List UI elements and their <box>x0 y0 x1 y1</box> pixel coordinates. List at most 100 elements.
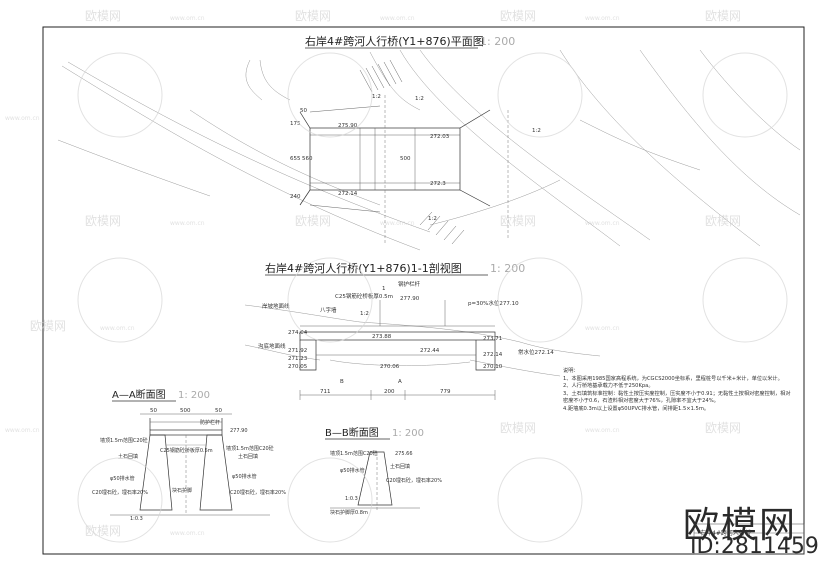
aa-drain-r: φ50排水管 <box>232 473 257 480</box>
bb-section: B—B断面图 1: 200 275.66 墙顶1.5m范围C20砼 φ50排水管… <box>325 426 442 516</box>
aa-slope: 1:0.3 <box>130 516 143 522</box>
aa-drain-l: φ50排水管 <box>110 475 135 482</box>
plan-el-1: 275.90 <box>338 123 358 129</box>
watermark: 欧模网 <box>500 9 536 23</box>
notes-heading: 说明： <box>563 368 579 374</box>
label-bank: 岸坡地面线 <box>262 302 290 310</box>
dim-right: 779 <box>440 389 451 395</box>
note-1: 1、本图采用1985国家高程系统，为CGCS2000坐标系，里程桩号以千米+米计… <box>563 375 783 382</box>
plan-el-3: 272.03 <box>430 134 450 140</box>
mark-a: A <box>398 379 402 385</box>
el-h: 270.06 <box>380 364 400 370</box>
watermark-url: www.om.cn <box>585 15 620 22</box>
watermark: 欧模网 <box>500 214 536 228</box>
bb-title: B—B断面图 <box>325 426 379 439</box>
plan-dim-6: 50 <box>300 108 307 114</box>
plan-slope-3: 1:2 <box>428 216 437 222</box>
label-riverbed: 沟底地面线 <box>258 342 286 350</box>
aa-wall-l: C20埋石砼，埋石率20% <box>92 489 148 496</box>
plan-slope-1: 1:2 <box>372 94 381 100</box>
aa-note1: 墙顶1.5m范围C20砼 <box>100 437 148 444</box>
el-d: 272.44 <box>420 348 440 354</box>
plan-title: 右岸4#跨河人行桥(Y1+876)平面图 <box>305 34 484 48</box>
plan-el-2: 272.14 <box>338 191 358 197</box>
el-a: 273.88 <box>372 334 392 340</box>
bb-top-el: 275.66 <box>395 451 413 457</box>
label-wingwall: 八字墙 <box>320 306 337 314</box>
aa-w1: 50 <box>150 408 157 414</box>
label-normal-level: 常水位272.14 <box>518 348 554 356</box>
drawing-frame <box>42 26 805 555</box>
bb-fill: 土石回填 <box>390 463 410 470</box>
design-notes: 说明： 1、本图采用1985国家高程系统，为CGCS2000坐标系，里程桩号以千… <box>563 368 793 414</box>
title-block <box>693 523 805 555</box>
watermark-url: www.om.cn <box>585 427 620 434</box>
watermark: 欧模网 <box>295 214 331 228</box>
aa-rail: 防护栏杆 <box>200 419 220 426</box>
bb-note1: 墙顶1.5m范围C20砼 <box>330 450 378 457</box>
bb-wall: C20埋石砼，埋石率20% <box>386 477 442 484</box>
watermark: 欧模网 <box>705 9 741 23</box>
watermark: 欧模网 <box>85 524 121 538</box>
watermark-circles <box>77 52 788 543</box>
plan-dim-4: 500 <box>400 156 411 162</box>
watermark-url: www.om.cn <box>380 15 415 22</box>
el-j: 272.14 <box>483 352 503 358</box>
section-title: 右岸4#跨河人行桥(Y1+876)1-1剖视图 <box>265 261 462 275</box>
brand-logo: 欧模网 <box>683 505 798 546</box>
label-beam: C25钢筋砼桥板厚0.5m <box>335 292 393 300</box>
bb-scale: 1: 200 <box>392 428 424 439</box>
plan-dim-3: 560 <box>302 156 313 162</box>
aa-scale: 1: 200 <box>178 390 210 401</box>
watermark: 欧模网 <box>30 319 66 333</box>
mark-b: B <box>340 379 344 385</box>
watermark-url: www.om.cn <box>5 115 40 122</box>
el-i: 270.10 <box>483 364 503 370</box>
plan-el-4: 272.3 <box>430 181 446 187</box>
watermark-url: www.om.cn <box>585 220 620 227</box>
watermark: 欧模网 <box>85 214 121 228</box>
watermark-url: www.om.cn <box>380 220 415 227</box>
bb-drain: φ50排水管 <box>340 467 365 474</box>
aa-note3: 墙顶1.5m范围C20砼 <box>226 445 274 452</box>
plan-dim-2: 655 <box>290 156 301 162</box>
dim-mid: 200 <box>384 389 395 395</box>
watermark: 欧模网 <box>500 421 536 435</box>
watermark: 欧模网 <box>295 9 331 23</box>
brand-id: ID:2811459 <box>690 534 819 559</box>
aa-fill-r: 土石回填 <box>238 453 258 460</box>
watermark: 欧模网 <box>705 421 741 435</box>
watermark-url: www.om.cn <box>170 220 205 227</box>
plan-dim-5: 240 <box>290 194 301 200</box>
el-f: 271.23 <box>288 356 308 362</box>
note-2: 2、人行桥地基承载力不低于250Kpa。 <box>563 383 654 390</box>
watermark-url: www.om.cn <box>170 530 205 537</box>
drawing-caption: 右岸4#跨河人行桥 <box>700 530 751 537</box>
aa-top-el: 277.90 <box>230 428 248 434</box>
aa-note2: C25钢筋砼桥板厚0.5m <box>160 447 213 454</box>
watermark-url: www.om.cn <box>585 325 620 332</box>
section-deck <box>299 331 496 341</box>
watermark-url: www.om.cn <box>170 15 205 22</box>
aa-section: A—A断面图 1: 200 50 500 50 防护栏杆 277.90 墙顶1.… <box>92 388 286 522</box>
watermark: 欧模网 <box>705 214 741 228</box>
plan-dim-1: 175 <box>290 121 301 127</box>
watermark-url-layer: www.om.cn www.om.cn www.om.cn www.om.cn … <box>5 15 620 537</box>
aa-title: A—A断面图 <box>112 388 166 401</box>
plan-slope-2: 1:2 <box>415 96 424 102</box>
el-b: 274.04 <box>288 330 308 336</box>
plan-slope-4: 1:2 <box>532 128 541 134</box>
watermark-url: www.om.cn <box>5 427 40 434</box>
aa-w3: 50 <box>215 408 222 414</box>
note-4: 4.距墙底0.3m以上设置φ50UPVC排水管，间排距1.5×1.5m。 <box>563 405 710 412</box>
watermark-layer: 欧模网 欧模网 欧模网 欧模网 欧模网 欧模网 欧模网 欧模网 欧模网 欧模网 … <box>30 9 741 538</box>
watermark-url: www.om.cn <box>100 325 135 332</box>
el-e: 271.92 <box>288 348 307 354</box>
aa-wall-r: C20埋石砼，埋石率20% <box>230 489 286 496</box>
aa-block: 块石护脚 <box>172 487 192 494</box>
note-3: 3、土石填筑标准控制：黏性土按压实度控制，压实度不小于0.91；无黏性土按相对密… <box>563 390 791 405</box>
plan-scale: 1: 200 <box>480 35 515 48</box>
aa-w2: 500 <box>180 408 191 414</box>
mark-slope: 1:2 <box>360 311 369 317</box>
